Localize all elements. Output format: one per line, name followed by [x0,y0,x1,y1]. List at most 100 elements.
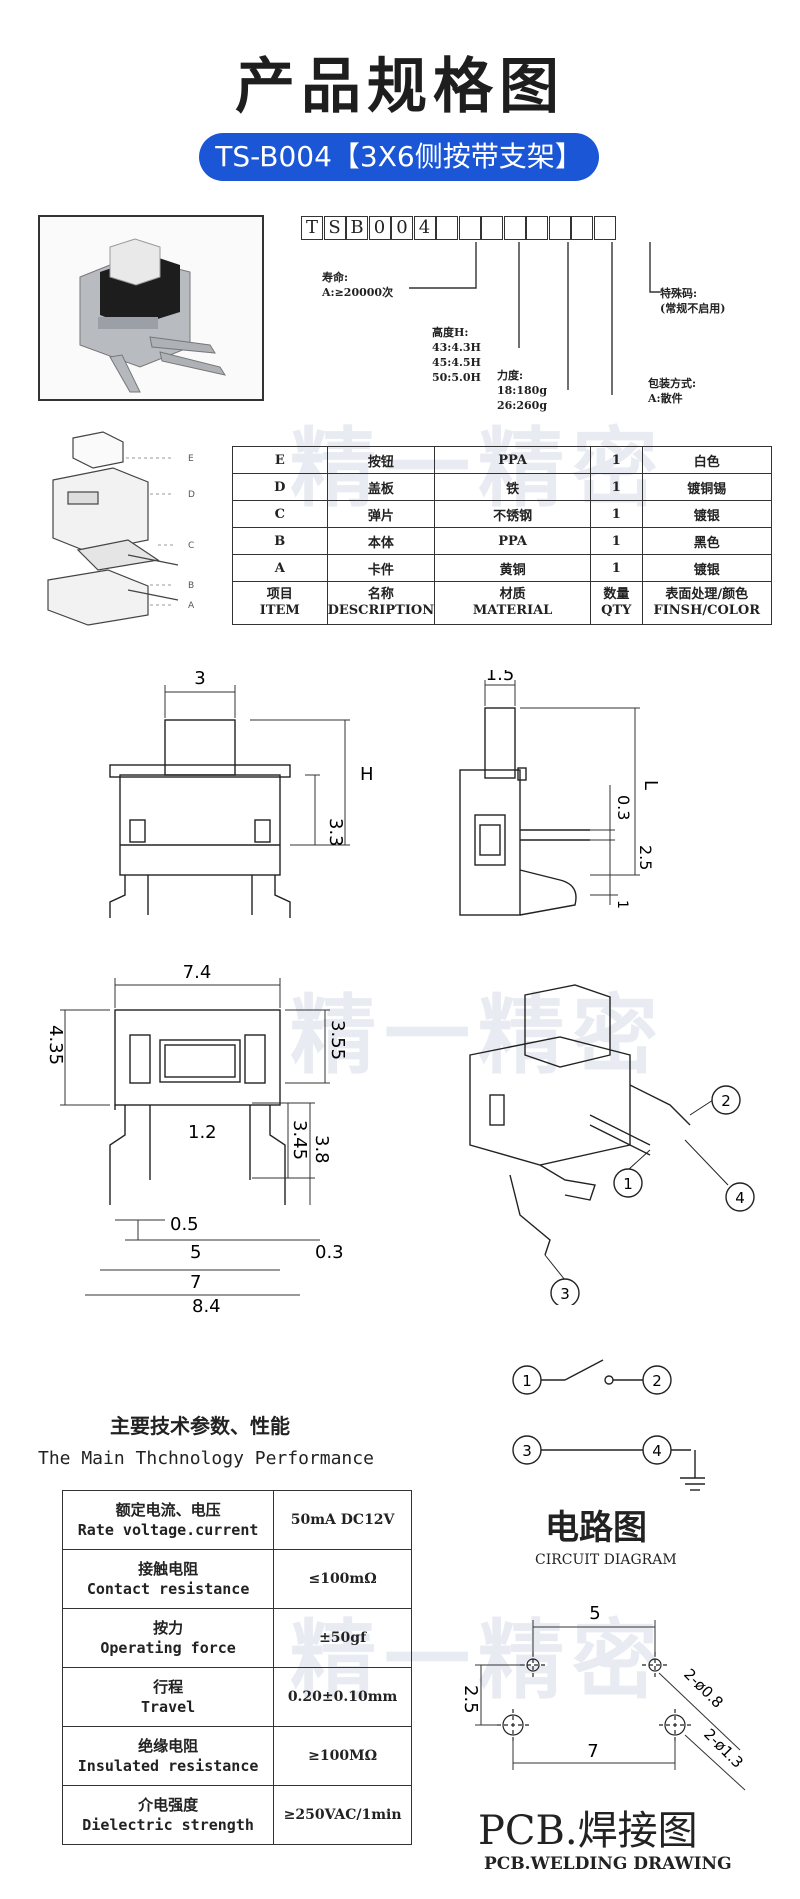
param-cn: 额定电流、电压 [115,1501,221,1519]
side-view-drawing: 1.5 L 0.3 2.5 1 [459,670,661,916]
code-note-packing: 包装方式:A:散件 [648,377,697,405]
watermark: 精一精密 [290,986,666,1086]
exploded-label: C [188,541,194,551]
performance-value: ≥250VAC/1min [273,1785,412,1845]
performance-title-en: The Main Thchnology Performance [38,1448,374,1469]
code-connector-lines [409,242,660,395]
code-blank-box [571,216,593,240]
performance-value: 0.20±0.10mm [273,1667,412,1727]
bom-cell-qty: 1 [590,500,643,528]
exploded-label: B [188,581,194,591]
bom-cell-material: PPA [434,446,592,474]
circuit-pin: 3 [522,1442,532,1460]
code-char: 0 [391,216,413,240]
circuit-title-cn: 电路图 [545,1508,647,1548]
dim-label: 0.5 [170,1214,199,1235]
bom-cell-finish: 黑色 [641,527,773,555]
code-blank-box [526,216,548,240]
dim-label: 3.3 [325,818,346,847]
pcb-drawing: 5 2.5 7 2-ø0.8 2-ø1.3 [460,1603,747,1791]
pcb-dim-label: 2.5 [460,1685,481,1714]
param-cn: 行程 [153,1678,184,1696]
dim-label: 8.4 [192,1296,221,1317]
dim-label: 0.3 [614,795,633,820]
performance-value: 50mA DC12V [273,1490,412,1550]
bom-cell-desc: 弹片 [326,500,436,528]
bom-cell-qty: 1 [590,527,643,555]
exploded-view: E D C B A [47,431,195,626]
param-cn: 按力 [153,1619,184,1637]
param-cn: 绝缘电阻 [138,1737,199,1755]
dim-label: 7 [190,1272,201,1293]
code-blank-box [458,216,481,240]
circuit-title-en: CIRCUIT DIAGRAM [535,1552,677,1568]
dim-label: 0.3 [315,1242,344,1263]
performance-value: ±50gf [273,1608,412,1668]
dim-label: 2.5 [636,845,655,870]
pcb-dim-label: 7 [587,1741,598,1762]
code-char: B [346,216,368,240]
code-char: T [301,216,323,240]
dim-label: 5 [190,1242,201,1263]
pcb-title-cn: PCB.焊接图 [478,1808,698,1854]
performance-value: ≤100mΩ [273,1549,412,1609]
performance-table: 额定电流、电压 Rate voltage.current 50mA DC12V 接触电… [61,1490,412,1845]
code-char: S [323,216,346,240]
code-blank-box [481,216,503,240]
bom-cell-desc: 盖板 [326,473,436,501]
page-title: 产品规格图 [235,52,565,122]
bottom-view-drawing: 7.4 4.35 3.55 1.2 3.45 3.8 0.5 5 0.3 7 8… [45,962,348,1317]
dim-label: 4.35 [45,1025,66,1065]
bom-cell-qty: 1 [590,554,643,582]
dim-label: 1.5 [486,670,515,685]
bom-cell-desc: 卡件 [326,554,436,582]
bom-cell-material: PPA [434,527,592,555]
bom-cell-item: B [232,527,328,555]
front-view-drawing: 3 H 3.3 [109,670,374,918]
performance-row: 按力 Operating force ±50gf [61,1608,412,1668]
dim-label: L [640,780,661,790]
model-badge: TS-B004【3X6侧按带支架】 [199,133,599,181]
code-note-special: 特殊码:(常规不启用) [660,287,726,315]
bom-cell-material: 不锈钢 [434,500,592,528]
dim-label: 1 [614,900,630,909]
pcb-dim-label: 5 [589,1603,600,1624]
bom-cell-item: D [232,473,328,501]
param-en: Operating force [100,1639,236,1657]
bom-cell-finish: 镀铜锡 [641,473,773,501]
exploded-label: A [188,601,195,611]
performance-title-cn: 主要技术参数、性能 [110,1414,290,1438]
performance-value: ≥100MΩ [273,1726,412,1786]
bom-cell-item: A [232,554,328,582]
param-en: Rate voltage.current [77,1521,259,1539]
pin-label: 4 [735,1189,745,1207]
pin-label: 2 [721,1092,731,1110]
performance-row: 额定电流、电压 Rate voltage.current 50mA DC12V [61,1490,412,1550]
bom-cell-item: E [232,446,328,474]
bom-cell-material: 黄铜 [434,554,592,582]
bom-cell-material: 铁 [434,473,592,501]
product-photo [38,215,264,401]
param-cn: 接触电阻 [138,1560,199,1578]
bom-cell-finish: 镀银 [641,554,773,582]
circuit-diagram: 1 2 3 4 [512,1359,705,1491]
switch-photo-illustration [79,238,227,393]
param-en: Contact resistance [86,1580,250,1598]
pcb-title-en: PCB.WELDING DRAWING [484,1854,732,1874]
performance-param: 额定电流、电压 Rate voltage.current [61,1490,275,1550]
dim-label: 7.4 [183,962,212,983]
bom-cell-finish: 白色 [641,446,773,474]
dim-label: 3 [194,670,205,689]
circuit-pin: 2 [652,1372,662,1390]
code-char: 0 [368,216,391,240]
